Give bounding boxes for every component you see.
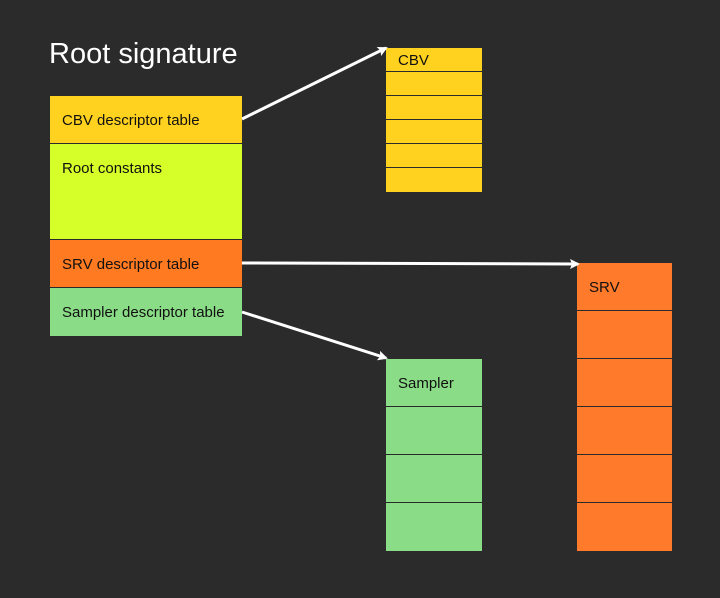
cbv-heap-slot <box>386 96 482 120</box>
cbv-heap-slot <box>386 144 482 168</box>
srv-heap-slot <box>577 359 672 407</box>
srv-heap-label: SRV <box>589 279 620 296</box>
root-entry-label: Sampler descriptor table <box>62 304 225 321</box>
arrow-sampler <box>241 310 388 361</box>
sampler-heap-slot <box>386 503 482 551</box>
diagram-title: Root signature <box>49 38 238 70</box>
srv-heap-slot: SRV <box>577 263 672 311</box>
srv-heap-slot <box>577 407 672 455</box>
cbv-heap-slot <box>386 168 482 192</box>
srv-heap-slot <box>577 455 672 503</box>
srv-heap-slot <box>577 503 672 551</box>
arrow-cbv <box>241 46 388 121</box>
root-entry-cbv-table: CBV descriptor table <box>50 96 242 144</box>
root-entry-label: CBV descriptor table <box>62 112 200 129</box>
arrow-srv <box>241 258 580 269</box>
sampler-heap-label: Sampler <box>398 375 454 392</box>
cbv-heap-slot <box>386 72 482 96</box>
sampler-heap-slot <box>386 407 482 455</box>
root-entry-root-constants: Root constants <box>50 144 242 240</box>
cbv-heap-slot <box>386 120 482 144</box>
srv-heap-slot <box>577 311 672 359</box>
sampler-heap-slot: Sampler <box>386 359 482 407</box>
cbv-heap-slot: CBV <box>386 48 482 72</box>
root-entry-sampler-table: Sampler descriptor table <box>50 288 242 336</box>
root-entry-label: SRV descriptor table <box>62 256 200 273</box>
root-entry-srv-table: SRV descriptor table <box>50 240 242 288</box>
root-entry-label: Root constants <box>62 160 163 177</box>
cbv-heap-label: CBV <box>398 52 429 69</box>
sampler-heap-slot <box>386 455 482 503</box>
